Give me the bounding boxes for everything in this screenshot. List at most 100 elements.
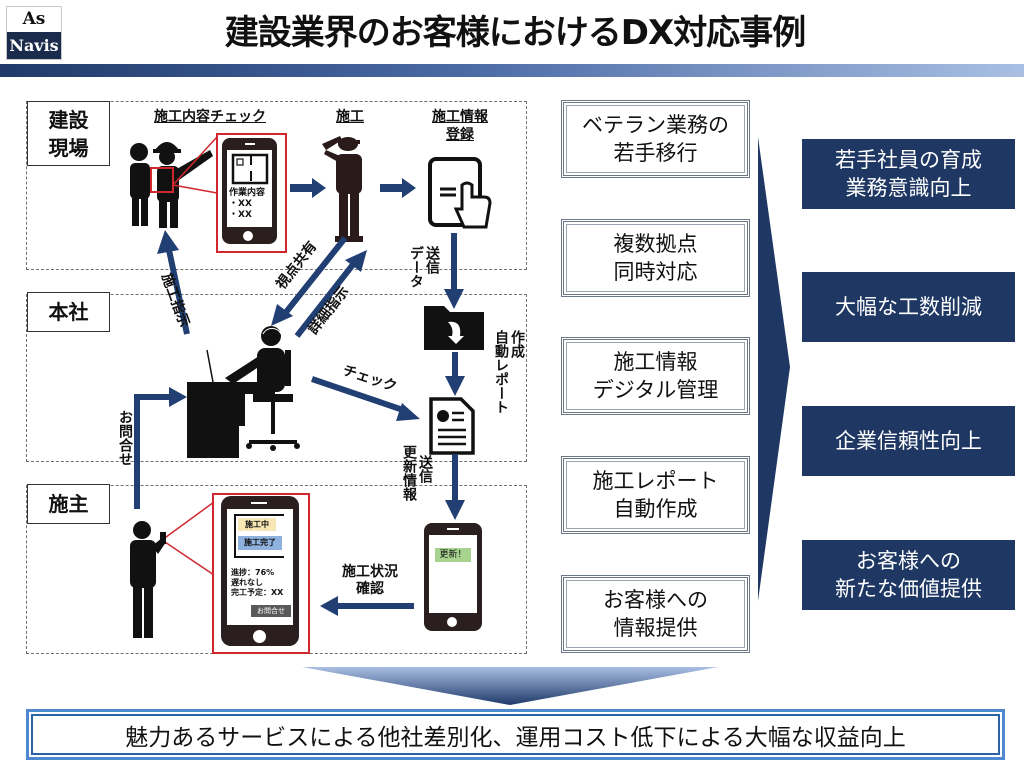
label-data-send-line2: 送信 [424,246,440,274]
step-label-register-line1: 施工情報 [432,109,488,125]
feature-box: 施工情報デジタル管理 [561,337,750,415]
logo-line1: As [22,9,46,29]
label-status-confirm-line2: 確認 [356,581,384,597]
phone-speaker [447,528,459,530]
check-phone-callout [216,133,287,253]
callout-lines [172,136,218,194]
feature-line1: 施工レポート [592,469,719,493]
folder-icon [424,306,484,350]
feature-line2: 自動作成 [613,497,698,521]
completion-text: 完工予定：XX [231,588,284,597]
zone-label-site-line2: 現場 [48,135,89,160]
delay-text: 遅れなし [231,578,263,587]
work-content-heading: 作業内容 [229,188,266,198]
check-phone: 作業内容 ・XX ・XX [222,138,277,244]
progress-info: 進捗：76% 遅れなし 完工予定：XX [231,568,283,598]
down-arrow [302,667,718,705]
phone-home-button [253,630,266,643]
feature-line1: 複数拠点 [613,232,698,256]
operator-at-desk-icon [187,326,300,458]
work-item: ・XX [229,210,252,220]
result-line2: 業務意識向上 [845,176,972,200]
check-phone-text: 作業内容 ・XX ・XX [229,188,265,221]
construction-worker-icon [322,136,363,242]
report-document-icon [429,397,475,455]
phone-speaker [251,502,267,504]
arrow-view-share [271,236,348,326]
step-label-construct: 施工 [336,109,364,125]
arrow-construction-instruction [157,230,190,335]
zone-label-site-line1: 建設 [48,107,89,132]
label-auto-report-line1: 自動レポート [493,330,509,414]
step-label-check: 施工内容チェック [154,109,266,125]
label-update-send-line1: 更新情報 [401,445,417,501]
feature-box: お客様への情報提供 [561,575,750,653]
step-label-register: 施工情報 登録 [420,108,500,144]
floorplan-icon [231,153,269,185]
label-auto-report-line2: 作成 [509,330,525,358]
zone-headquarters [26,294,527,462]
update-phone: 更新！ [424,523,482,631]
conclusion-text: 魅力あるサービスによる他社差別化、運用コスト低下による大幅な収益向上 [125,724,906,751]
feature-line2: 情報提供 [613,616,698,640]
feature-line1: お客様への [603,588,708,612]
result-box: 大幅な工数削減 [802,272,1015,342]
label-update-send-line2: 送信 [417,455,433,483]
result-line2: 新たな価値提供 [835,577,982,601]
arrow-status-confirm [320,596,414,616]
arrow-detail-instruction [294,250,367,338]
arrow-to-construct [290,178,326,198]
label-status-confirm-line1: 施工状況 [342,564,398,580]
arrow-data-send [444,233,464,309]
floorplan [234,514,284,558]
inquiry-button[interactable]: お問合せ [251,605,291,617]
label-inquiry: お問合せ [117,410,133,466]
client-phone: 施工中 施工完了 進捗：76% 遅れなし 完工予定：XX お問合せ [221,496,299,646]
feature-box: ベテラン業務の若手移行 [561,100,750,178]
phone-home-button [447,617,457,627]
company-logo: As Navis [6,6,62,60]
feature-line2: 同時対応 [613,260,698,284]
result-line1: お客様への [856,549,961,573]
feature-line1: 施工情報 [613,350,698,374]
result-box: お客様への新たな価値提供 [802,540,1015,610]
arrow-update-send [445,454,465,520]
zone-construction-site [26,101,527,270]
result-line1: 若手社員の育成 [835,148,982,172]
phone-screen: 更新！ [429,535,477,613]
result-box: 若手社員の育成業務意識向上 [802,139,1015,209]
step-label-register-line2: 登録 [446,127,474,143]
update-badge: 更新！ [435,548,471,562]
result-line1: 企業信頼性向上 [835,429,982,453]
result-line1: 大幅な工数削減 [835,295,982,319]
feature-line1: ベテラン業務の [582,113,729,137]
phone-speaker [245,143,255,145]
tablet-input-icon [428,157,492,229]
zone-label-client: 施主 [27,484,110,524]
work-item: ・XX [229,199,252,209]
result-box: 企業信頼性向上 [802,406,1015,476]
arrow-to-register [380,178,416,198]
logo-line2: Navis [7,32,61,59]
progress-text: 進捗：76% [231,568,275,577]
workers-checking-icon [130,142,213,228]
phone-screen: 施工中 施工完了 進捗：76% 遅れなし 完工予定：XX お問合せ [227,509,293,625]
feature-box: 施工レポート自動作成 [561,456,750,534]
phone-screen: 作業内容 ・XX ・XX [227,150,272,227]
client-callout-lines [161,501,215,576]
feature-line2: 若手移行 [613,141,698,165]
room-under-construction: 施工中 [238,518,276,531]
arrow-check [311,376,420,421]
conclusion-box: 魅力あるサービスによる他社差別化、運用コスト低下による大幅な収益向上 [26,709,1005,760]
title-underline-bar [0,64,1024,77]
big-chevron-arrow [758,137,790,601]
arrow-auto-report [445,352,465,396]
phone-home-button [243,231,253,241]
feature-line2: デジタル管理 [592,378,719,402]
zone-label-site: 建設 現場 [27,101,110,166]
arrow-inquiry [134,387,187,509]
feature-box: 複数拠点同時対応 [561,219,750,297]
label-data-send-line1: データ [408,246,424,288]
label-status-confirm: 施工状況 確認 [330,564,410,598]
client-person-icon [130,521,166,638]
